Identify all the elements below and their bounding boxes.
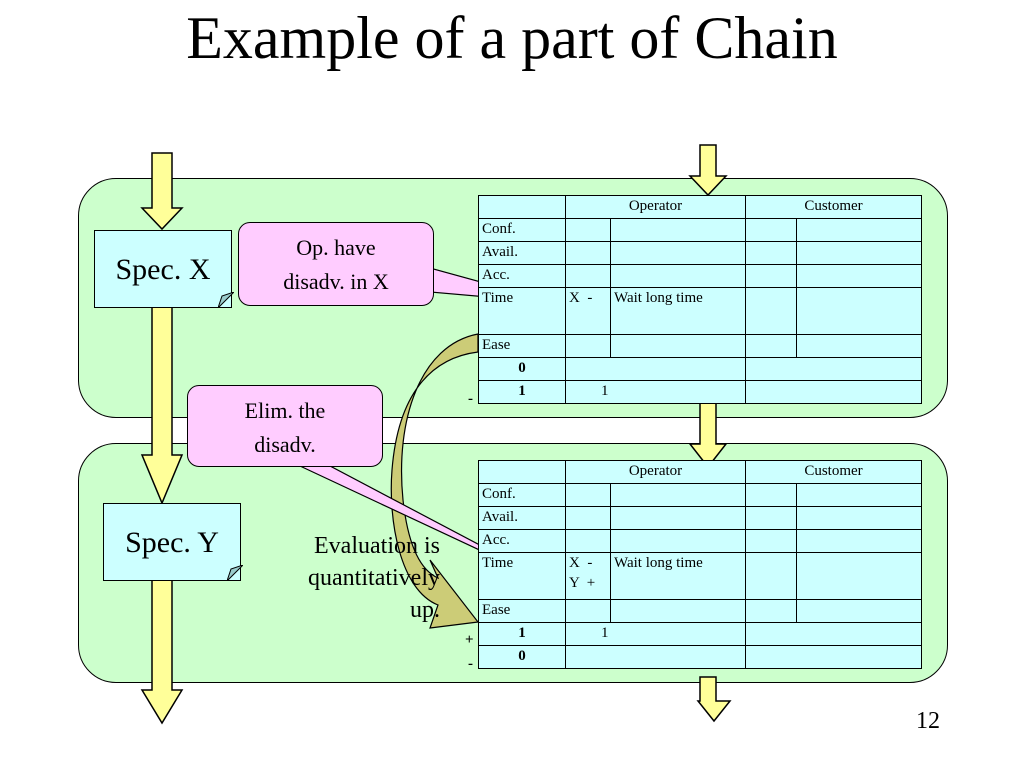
score-operator: 1 [565, 380, 746, 404]
table-row: Time X - Y + Wait long time [478, 552, 922, 600]
flow-arrow-into-top-table [688, 144, 728, 197]
table-row: Operator Customer [478, 460, 922, 484]
table-row: 0 [478, 645, 922, 669]
callout-op-disadv: Op. have disadv. in X [238, 222, 434, 306]
score-sign-top-2: - [468, 391, 473, 407]
callout-elim-disadv-line2: disadv. [254, 432, 316, 457]
header-operator: Operator [565, 460, 746, 484]
evaluation-line3: up. [410, 597, 440, 623]
row-label: Ease [478, 599, 566, 623]
page-number: 12 [916, 708, 940, 734]
table-row: Conf. [478, 483, 922, 507]
callout-op-disadv-line1: Op. have [296, 235, 376, 260]
table-row: Ease [478, 334, 922, 358]
table-row: Ease [478, 599, 922, 623]
flow-arrow-out-of-bottom-table [696, 676, 732, 723]
score-operator [565, 645, 746, 669]
operator-mark-2: Y + [569, 575, 596, 591]
operator-mark: X - [565, 287, 611, 335]
score-operator [565, 357, 746, 381]
row-label: Conf. [478, 218, 566, 242]
header-customer: Customer [745, 460, 922, 484]
table-row: Acc. [478, 264, 922, 288]
row-label: Avail. [478, 506, 566, 530]
table-row: Acc. [478, 529, 922, 553]
operator-mark: X - [569, 555, 593, 571]
table-row: 0 [478, 357, 922, 381]
table-row: Operator Customer [478, 195, 922, 219]
flow-arrow-into-spec-x [140, 152, 184, 231]
spec-y-box: Spec. Y [103, 503, 241, 581]
slide-title: Example of a part of Chain [186, 5, 838, 71]
header-customer: Customer [745, 195, 922, 219]
evaluation-line2: quantitatively [308, 565, 440, 591]
score-operator: 1 [565, 622, 746, 646]
spec-x-box: Spec. X [94, 230, 232, 308]
operator-marks: X - Y + [565, 552, 611, 600]
row-label: Ease [478, 334, 566, 358]
table-row: 1 1 [478, 622, 922, 646]
operator-note: Wait long time [610, 287, 746, 335]
spec-x-fold-icon [218, 292, 234, 308]
score-sign-bottom-1: + [465, 632, 474, 648]
curved-transition-arrow [390, 333, 480, 629]
evaluation-line1: Evaluation is [314, 533, 440, 559]
table-row: Avail. [478, 506, 922, 530]
score-sign-bottom-2: - [468, 656, 473, 672]
row-label: Acc. [478, 264, 566, 288]
score-value: 1 [478, 622, 566, 646]
table-row: Conf. [478, 218, 922, 242]
table-row: Time X - Wait long time [478, 287, 922, 335]
row-label: Time [478, 287, 566, 335]
callout-elim-disadv: Elim. the disadv. [187, 385, 383, 467]
table-row: Avail. [478, 241, 922, 265]
callout-op-disadv-line2: disadv. in X [283, 269, 389, 294]
evaluation-note: Evaluation is quantitatively up. [250, 530, 440, 626]
row-label: Acc. [478, 529, 566, 553]
flow-arrow-into-bottom-table [688, 393, 728, 469]
score-value: 1 [478, 380, 566, 404]
row-label: Conf. [478, 483, 566, 507]
evaluation-table-bottom: Operator Customer Conf. Avail. Acc. Time… [478, 460, 922, 669]
score-value: 0 [478, 357, 566, 381]
flow-arrow-out-of-spec-y [140, 579, 184, 725]
flow-arrow-spec-x-to-spec-y [140, 306, 184, 505]
row-label: Time [478, 552, 566, 600]
operator-note: Wait long time [610, 552, 746, 600]
spec-y-label: Spec. Y [125, 526, 219, 559]
spec-x-label: Spec. X [115, 253, 211, 286]
callout-elim-disadv-line1: Elim. the [244, 398, 326, 423]
spec-y-fold-icon [227, 565, 243, 581]
row-label: Avail. [478, 241, 566, 265]
evaluation-table-top: Operator Customer Conf. Avail. Acc. Time… [478, 195, 922, 404]
table-row: 1 1 [478, 380, 922, 404]
score-value: 0 [478, 645, 566, 669]
header-operator: Operator [565, 195, 746, 219]
